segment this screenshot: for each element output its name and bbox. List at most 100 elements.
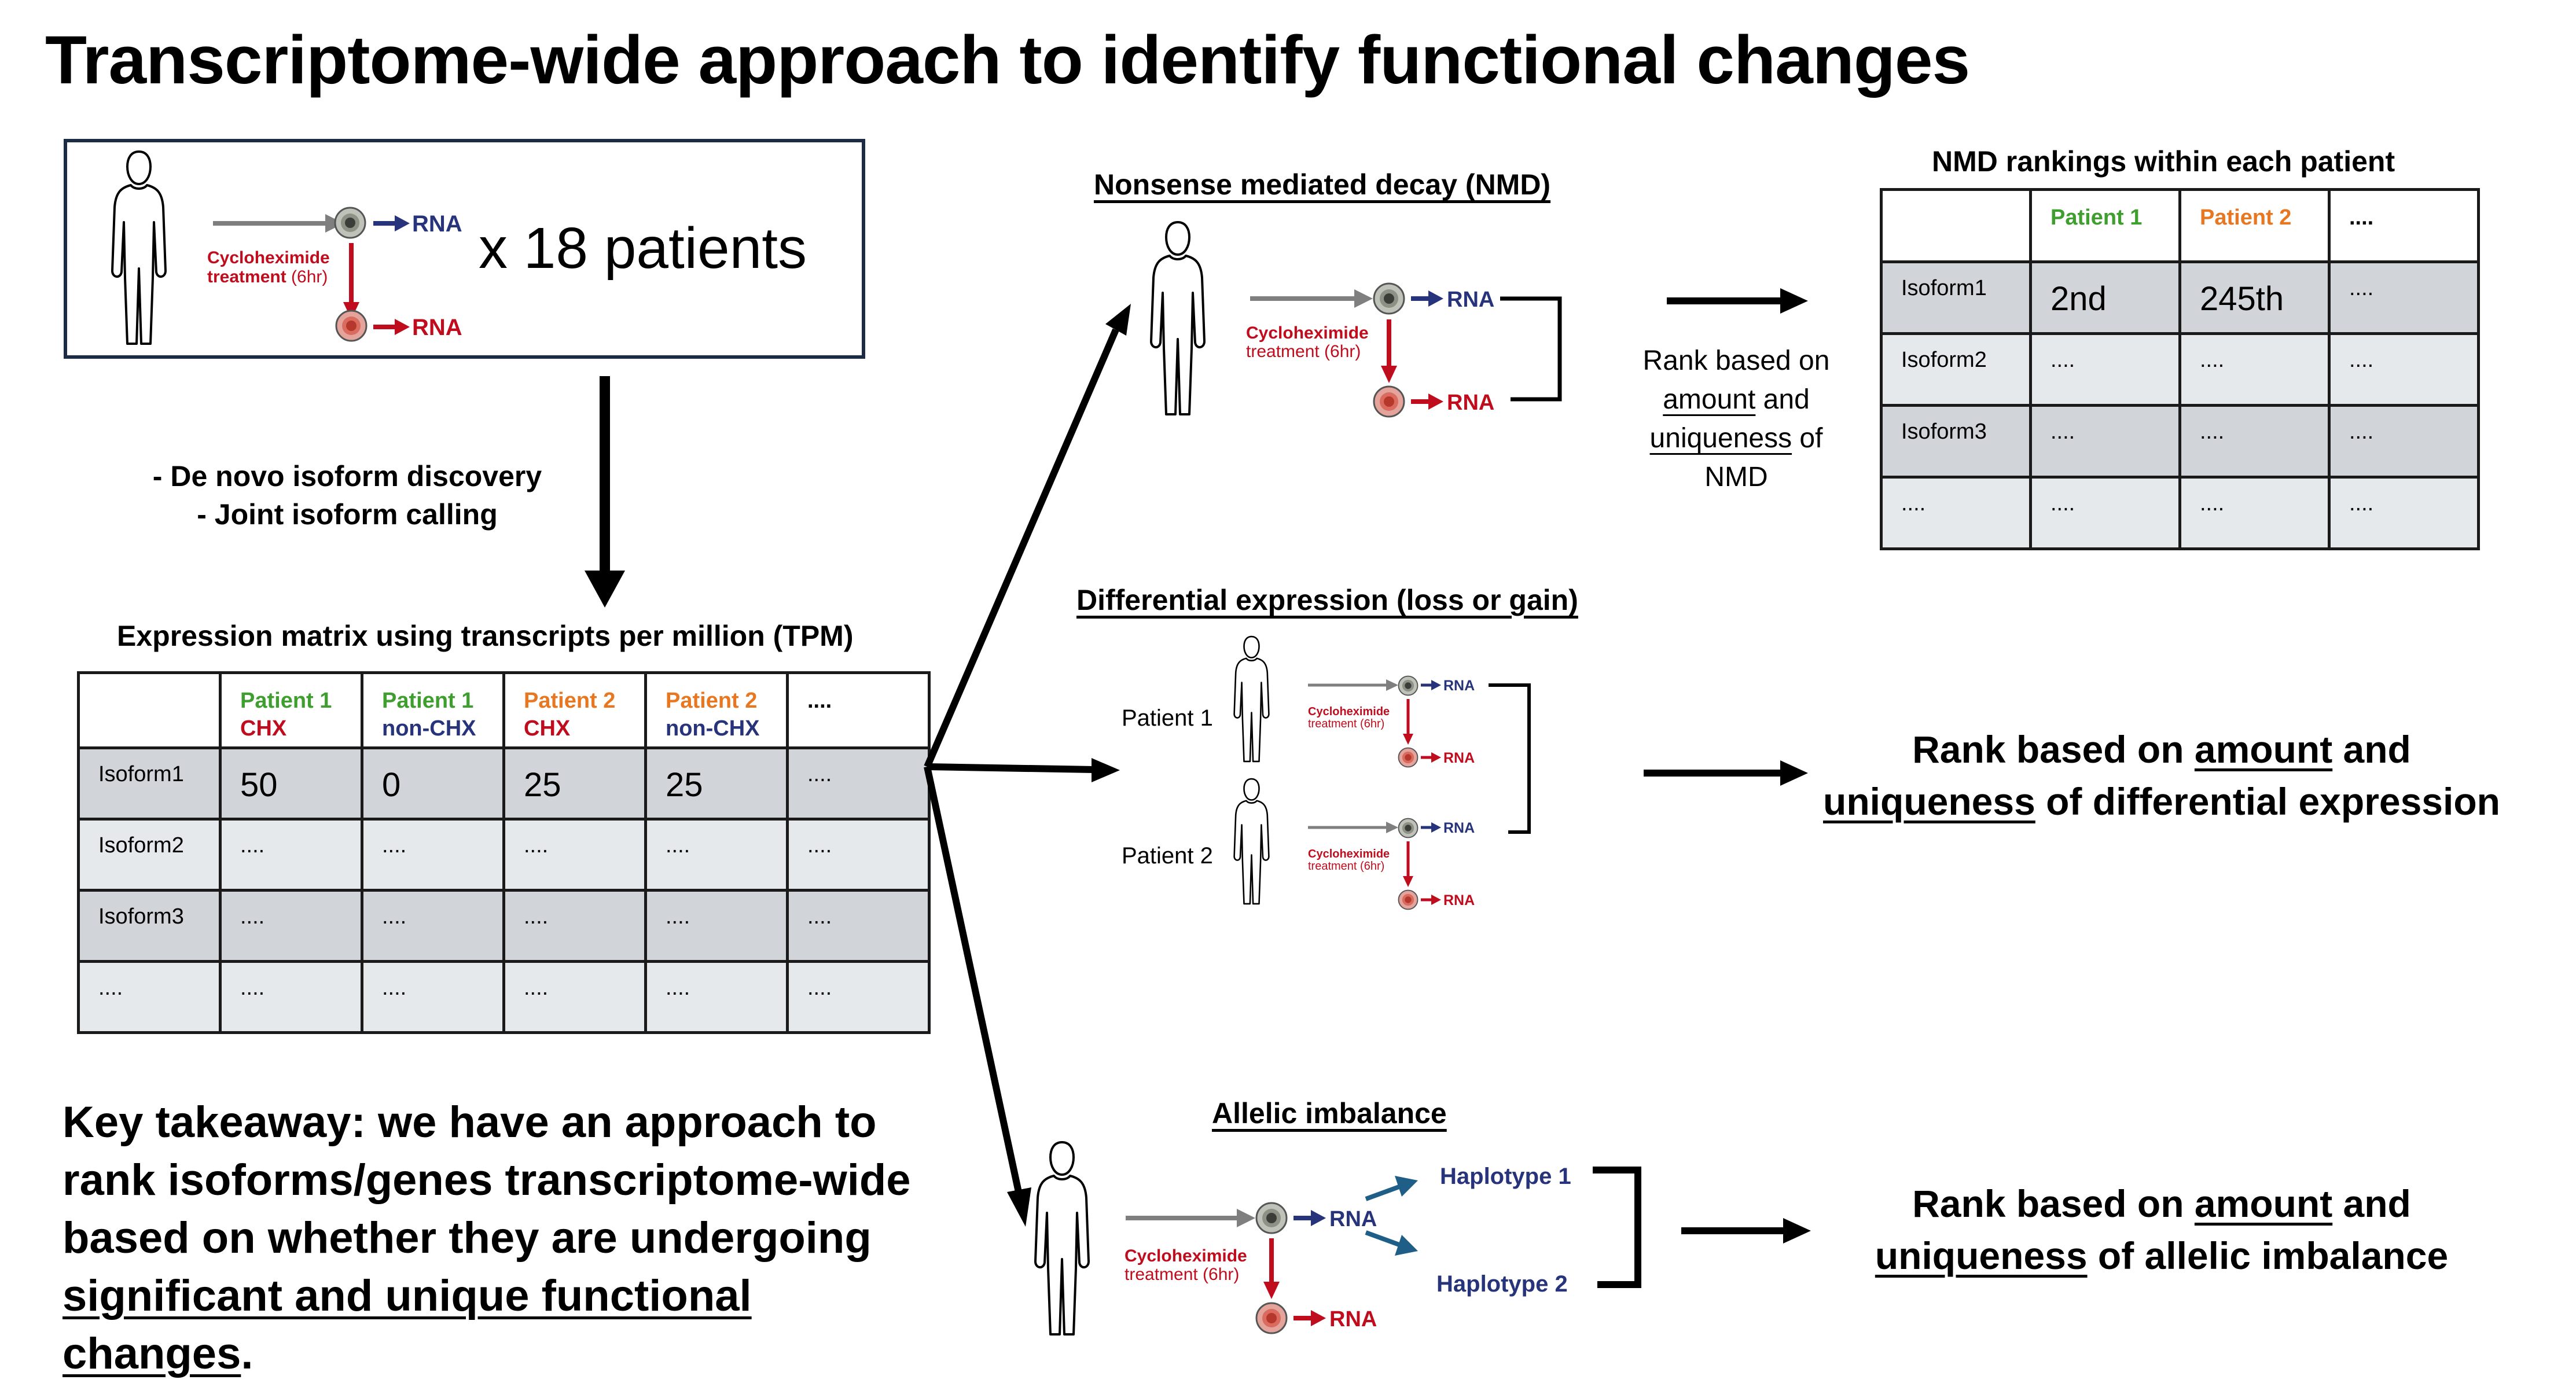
cell-treated-icon bbox=[1373, 385, 1405, 418]
header-corner bbox=[77, 671, 222, 749]
de-title: Differential expression (loss or gain) bbox=[1076, 584, 1578, 616]
table-cell: .... bbox=[2200, 348, 2225, 372]
table-cell: .... bbox=[240, 976, 265, 1000]
person-icon bbox=[111, 150, 167, 345]
row-label: Isoform2 bbox=[98, 833, 184, 858]
patients-box bbox=[64, 139, 865, 359]
table-cell: .... bbox=[2349, 420, 2374, 444]
ai-arrow bbox=[1681, 1218, 1811, 1244]
table-row: .... .... .... .... bbox=[1880, 476, 2480, 550]
table-cell: .... bbox=[666, 976, 690, 1000]
cell-treated-icon bbox=[335, 310, 368, 342]
haplotype2-label: Haplotype 2 bbox=[1436, 1271, 1568, 1297]
row-label: .... bbox=[98, 976, 123, 1000]
table-row: Isoform2 .... .... .... .... .... bbox=[77, 818, 931, 892]
step-item: - Joint isoform calling bbox=[197, 498, 498, 531]
nmd-rankings-table: Patient 1 Patient 2 .... Isoform1 2nd 24… bbox=[1880, 188, 2480, 550]
treatment-label: treatment (6hr) bbox=[1308, 718, 1384, 730]
treatment-label: treatment (6hr) bbox=[1246, 342, 1361, 361]
table-cell: .... bbox=[382, 833, 407, 858]
cell-icon bbox=[1255, 1202, 1288, 1234]
nmd-table-title: NMD rankings within each patient bbox=[1932, 145, 2395, 178]
patient2-label: Patient 2 bbox=[1122, 843, 1213, 869]
table-cell: .... bbox=[2349, 348, 2374, 372]
person-icon bbox=[1034, 1141, 1090, 1336]
page-title: Transcriptome-wide approach to identify … bbox=[45, 22, 1970, 98]
cell-icon bbox=[1398, 818, 1419, 838]
row-label: .... bbox=[1901, 491, 1926, 516]
table-cell: .... bbox=[524, 976, 549, 1000]
rna-label: RNA bbox=[1443, 750, 1475, 766]
table-cell: .... bbox=[2200, 420, 2225, 444]
cyclo-label: Cycloheximide bbox=[1246, 323, 1369, 343]
table-cell: .... bbox=[2349, 276, 2374, 300]
table-cell: .... bbox=[240, 904, 265, 929]
table-cell: .... bbox=[666, 904, 690, 929]
table-cell: .... bbox=[2050, 420, 2075, 444]
rna-label-top: RNA bbox=[1447, 288, 1494, 312]
rna-label-top: RNA bbox=[412, 211, 462, 237]
rna-label: RNA bbox=[1443, 892, 1475, 908]
treatment-label: treatment (6hr) bbox=[1125, 1265, 1239, 1284]
down-arrow bbox=[585, 376, 625, 608]
table-cell: 245th bbox=[2200, 280, 2284, 318]
nmd-arrow bbox=[1667, 288, 1808, 314]
table-cell: 2nd bbox=[2050, 280, 2107, 318]
table-row: .... .... .... .... .... .... bbox=[77, 960, 931, 1034]
cell-icon bbox=[1398, 675, 1419, 696]
step-item: - De novo isoform discovery bbox=[152, 460, 542, 492]
person-icon bbox=[1233, 778, 1270, 905]
table-cell: .... bbox=[2200, 491, 2225, 516]
row-label: Isoform2 bbox=[1901, 348, 1987, 372]
cyclo-label: Cycloheximide bbox=[1308, 705, 1390, 718]
cell-treated-icon bbox=[1255, 1302, 1288, 1334]
cell-icon bbox=[334, 207, 366, 239]
takeaway-emphasis: significant and unique functional change… bbox=[63, 1271, 752, 1378]
table-cell: .... bbox=[524, 833, 549, 858]
de-arrow bbox=[1644, 760, 1808, 786]
row-label: Isoform3 bbox=[1901, 420, 1987, 444]
header-corner bbox=[1880, 188, 2032, 263]
table-row: Isoform3 .... .... .... .... .... bbox=[77, 889, 931, 963]
rna-label-bottom: RNA bbox=[1447, 391, 1494, 415]
cell-treated-icon bbox=[1398, 889, 1419, 910]
header-cell: .... bbox=[786, 671, 931, 749]
table-row: Isoform1 50 0 25 25 .... bbox=[77, 746, 931, 821]
ai-diagram: RNA Cycloheximide treatment (6hr) RNA Ha… bbox=[1034, 1141, 1641, 1336]
cell-treated-icon bbox=[1398, 747, 1419, 768]
header-cell: .... bbox=[2328, 188, 2480, 263]
table-row: Isoform2 .... .... .... bbox=[1880, 332, 2480, 407]
table-cell: 25 bbox=[666, 766, 703, 804]
rna-label-top: RNA bbox=[1329, 1207, 1377, 1231]
rna-label-bottom: RNA bbox=[412, 315, 462, 340]
patient-count: x 18 patients bbox=[479, 216, 807, 281]
treatment-label: treatment (6hr) bbox=[207, 267, 328, 286]
cyclo-label: Cycloheximide bbox=[207, 248, 330, 267]
cell-icon bbox=[1373, 282, 1405, 315]
table-cell: .... bbox=[2050, 491, 2075, 516]
patients-box-diagram: RNA Cycloheximide treatment (6hr) RNA x … bbox=[111, 150, 807, 345]
ai-rank-text: Rank based on amount and uniqueness of a… bbox=[1875, 1182, 2449, 1277]
table-cell: .... bbox=[240, 833, 265, 858]
nmd-title: Nonsense mediated decay (NMD) bbox=[1094, 168, 1551, 201]
row-label: Isoform1 bbox=[1901, 276, 1987, 300]
patient1-label: Patient 1 bbox=[1122, 705, 1213, 731]
table-row: Isoform1 2nd 245th .... bbox=[1880, 260, 2480, 335]
haplotype1-label: Haplotype 1 bbox=[1440, 1164, 1571, 1189]
table-cell: .... bbox=[524, 904, 549, 929]
cyclo-label: Cycloheximide bbox=[1125, 1246, 1247, 1265]
table-row: Isoform3 .... .... .... bbox=[1880, 404, 2480, 479]
ai-title: Allelic imbalance bbox=[1212, 1097, 1447, 1130]
table-cell: 25 bbox=[524, 766, 561, 804]
branch-arrows bbox=[924, 304, 1131, 1227]
table-cell: .... bbox=[2349, 491, 2374, 516]
rna-label: RNA bbox=[1443, 820, 1475, 836]
treatment-label: treatment (6hr) bbox=[1308, 860, 1384, 873]
table-cell: .... bbox=[807, 904, 832, 929]
